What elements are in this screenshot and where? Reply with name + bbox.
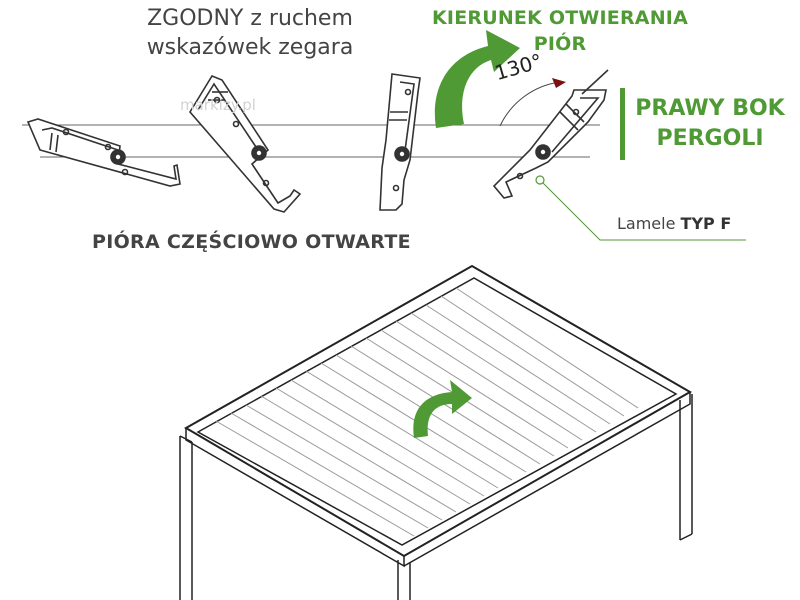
- slat-profile-icon: [379, 73, 421, 211]
- lamele-prefix: Lamele: [617, 214, 681, 233]
- watermark: markizy.pl: [180, 96, 256, 114]
- callout-line: [542, 182, 746, 241]
- opening-direction-heading: KIERUNEK OTWIERANIA PIÓR: [432, 7, 688, 55]
- side-indicator-bar: [620, 88, 625, 160]
- lamele-type: TYP F: [680, 214, 732, 233]
- slat-profile-icon: [26, 118, 181, 187]
- angle-arrowhead: [552, 78, 566, 88]
- right-side-heading: PRAWY BOK PERGOLI: [635, 96, 785, 151]
- curved-arrow-icon: [434, 30, 520, 128]
- rotation-arrow-icon: [413, 380, 472, 438]
- angle-arc: [499, 81, 561, 127]
- clockwise-heading: ZGODNY z ruchem wskazówek zegara: [146, 6, 354, 60]
- lamele-type-label: Lamele TYP F: [617, 214, 731, 233]
- pergola-drawing: [179, 264, 693, 600]
- callout-dot: [535, 175, 545, 185]
- slat-profile-icon: [189, 75, 302, 213]
- partially-open-caption: PIÓRA CZĘŚCIOWO OTWARTE: [92, 231, 411, 253]
- slat-profile-icon: [492, 69, 609, 199]
